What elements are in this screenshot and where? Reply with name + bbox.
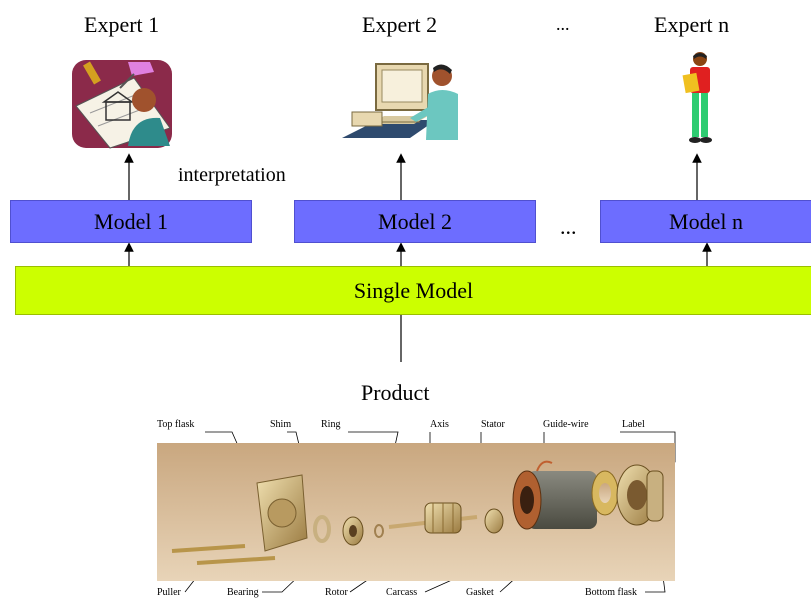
designer-drafting-icon — [72, 60, 172, 149]
single-model-box: Single Model — [15, 266, 811, 315]
part-label-gasket: Gasket — [466, 587, 494, 598]
computer-user-icon — [342, 63, 458, 140]
part-label-stator: Stator — [481, 419, 505, 430]
part-label-axis: Axis — [430, 419, 449, 430]
model-2-label: Model 2 — [378, 208, 452, 234]
model-1-box: Model 1 — [10, 200, 252, 243]
model-n-label: Model n — [669, 208, 743, 234]
expert-2-label: Expert 2 — [362, 12, 438, 37]
part-label-top-flask: Top flask — [157, 419, 195, 430]
part-label-bottom-flask: Bottom flask — [585, 587, 637, 598]
part-label-rotor: Rotor — [325, 587, 348, 598]
model-2-box: Model 2 — [294, 200, 536, 243]
part-label-puller: Puller — [157, 587, 181, 598]
part-label-bearing: Bearing — [227, 587, 259, 598]
product-label: Product — [361, 380, 430, 405]
person-with-folder-icon — [682, 52, 712, 143]
expert-ellipsis: ... — [556, 14, 570, 34]
part-label-carcass: Carcass — [386, 587, 418, 598]
part-label-guide-wire: Guide-wire — [543, 419, 589, 430]
interpretation-label: interpretation — [178, 164, 286, 186]
expert-n-label: Expert n — [654, 12, 730, 37]
part-label-shim: Shim — [270, 419, 292, 430]
model-ellipsis: ... — [560, 214, 577, 239]
model-n-box: Model n — [600, 200, 811, 243]
single-model-label: Single Model — [353, 277, 474, 303]
part-label-ring: Ring — [321, 419, 341, 430]
part-label-label: Label — [622, 419, 645, 430]
expert-1-label: Expert 1 — [84, 12, 160, 37]
model-1-label: Model 1 — [94, 208, 168, 234]
motor-exploded-photo — [157, 443, 675, 581]
